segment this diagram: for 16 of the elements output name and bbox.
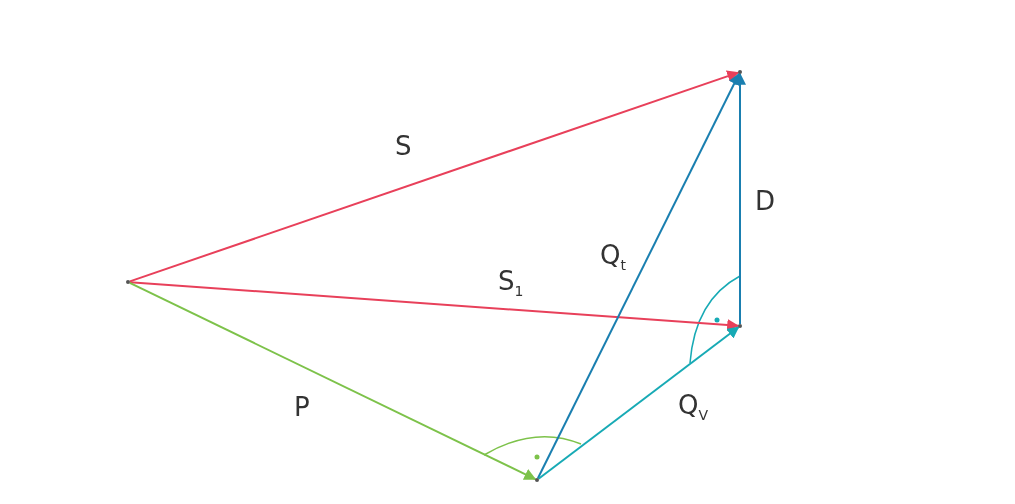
vector-arrow xyxy=(128,70,740,283)
vector-arrow xyxy=(537,326,740,480)
vector-label: S$_{1}$ xyxy=(498,268,524,299)
vertex-point xyxy=(738,324,742,328)
vertex-point xyxy=(126,280,130,284)
vertex-point xyxy=(738,70,742,74)
vector-label: D xyxy=(755,188,776,214)
vector-label: Q$_{t}$ xyxy=(600,242,626,273)
vector-arrow xyxy=(536,72,741,480)
vector-arrow xyxy=(129,281,740,332)
vector-arrow xyxy=(128,281,537,481)
vector-label: P xyxy=(294,394,310,420)
vector-label: S xyxy=(395,133,412,159)
vector-arrow xyxy=(734,72,746,325)
vector-label: Q$_{V}$ xyxy=(678,392,709,423)
vertex-point xyxy=(535,478,539,482)
